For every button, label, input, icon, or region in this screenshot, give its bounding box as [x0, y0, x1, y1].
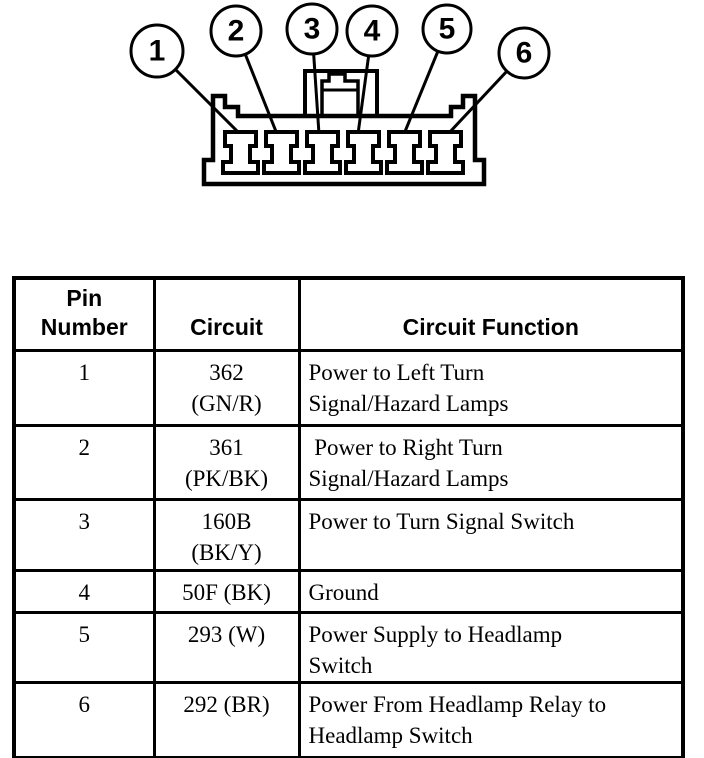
callout-circle-2: [209, 4, 263, 58]
circuit-function-cell: Power to Turn Signal Switch: [297, 497, 685, 572]
circuit-cell: 50F (BK): [152, 568, 301, 614]
col-header-circuit-function: Circuit Function: [297, 276, 685, 352]
pin-number-cell: 5: [12, 610, 156, 684]
circuit-function-cell: Power to Left Turn Signal/Hazard Lamps: [297, 348, 685, 427]
callout-1: 1: [129, 23, 185, 79]
table-row-pin-4: 4 50F (BK) Ground: [12, 568, 685, 614]
circuit-function-cell: Power to Right Turn Signal/Hazard Lamps: [297, 423, 685, 501]
circuit-cell: 293 (W): [152, 610, 301, 684]
circuit-cell: 362 (GN/R): [152, 348, 301, 427]
callout-4: 4: [345, 4, 399, 58]
callout-number-1: 1: [149, 35, 166, 68]
circuit-function-cell: Ground: [297, 568, 685, 614]
callout-6: 6: [497, 26, 551, 80]
pin-terminal-2: [262, 130, 301, 175]
callout-circle-3: [285, 2, 339, 56]
housing-outline: [201, 93, 487, 187]
callout-3: 3: [285, 2, 339, 56]
pin-terminal-1: [221, 130, 260, 175]
table-row-pin-2: 2 361 (PK/BK) Power to Right Turn Signal…: [12, 423, 685, 501]
pinout-table: Pin Number Circuit Circuit Function 1 36…: [12, 276, 685, 758]
callout-circle-5: [421, 3, 473, 55]
callout-number-4: 4: [364, 15, 381, 48]
callout-circle-6: [497, 26, 551, 80]
table-row-pin-5: 5 293 (W) Power Supply to Headlamp Switc…: [12, 610, 685, 684]
col-header-pin-number: Pin Number: [12, 276, 156, 352]
locking-tab-inner: [320, 72, 360, 116]
callout-circle-4: [345, 4, 399, 58]
pin-terminal-6: [426, 130, 465, 175]
table-row-pin-1: 1 362 (GN/R) Power to Left Turn Signal/H…: [12, 348, 685, 427]
pin-number-cell: 3: [12, 497, 156, 572]
pin-number-cell: 1: [12, 348, 156, 427]
callout-circles: 1 2 3 4 5 6: [129, 2, 551, 80]
callout-number-3: 3: [304, 13, 321, 46]
pin-terminal-5: [385, 130, 424, 175]
callout-number-2: 2: [228, 15, 245, 48]
circuit-function-cell: Power From Headlamp Relay to Headlamp Sw…: [297, 680, 685, 758]
connector-housing: [201, 69, 487, 187]
callout-number-6: 6: [516, 37, 533, 70]
callout-number-5: 5: [439, 13, 456, 46]
circuit-cell: 361 (PK/BK): [152, 423, 301, 501]
pin-number-cell: 2: [12, 423, 156, 501]
circuit-cell: 292 (BR): [152, 680, 301, 758]
header-row: Pin Number Circuit Circuit Function: [12, 276, 685, 352]
pin-number-cell: 4: [12, 568, 156, 614]
col-header-circuit: Circuit: [152, 276, 301, 352]
pin-terminals: [221, 130, 465, 175]
table-row-pin-3: 3 160B (BK/Y) Power to Turn Signal Switc…: [12, 497, 685, 572]
table-row-pin-6: 6 292 (BR) Power From Headlamp Relay to …: [12, 680, 685, 758]
callout-2: 2: [209, 4, 263, 58]
locking-tab-outer: [303, 69, 379, 116]
circuit-cell: 160B (BK/Y): [152, 497, 301, 572]
pin-number-cell: 6: [12, 680, 156, 758]
circuit-function-cell: Power Supply to Headlamp Switch: [297, 610, 685, 684]
callout-5: 5: [421, 3, 473, 55]
pin-terminal-3: [303, 130, 342, 175]
connector-pinout-diagram: 1 2 3 4 5 6: [129, 2, 551, 187]
pin-terminal-4: [344, 130, 383, 175]
callout-circle-1: [129, 23, 185, 79]
